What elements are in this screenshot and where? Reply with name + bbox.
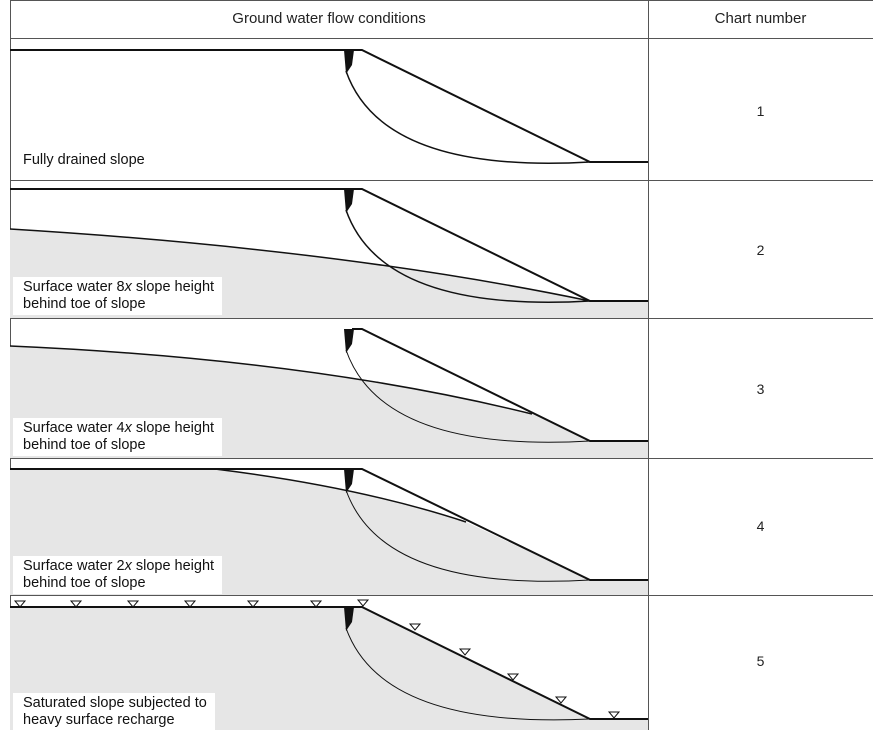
row-4-caption: Surface water 2x slope height behind toe… [13,556,223,594]
chart-number-5: 5 [756,653,765,669]
chart-number-3: 3 [756,381,765,397]
caption-line-post: slope height [131,279,215,295]
row-divider-1 [10,180,873,181]
caption-line-post: slope height [131,420,215,436]
column-header-chart-number: Chart number [714,10,807,27]
slope-profile [352,606,648,720]
table-column-divider [648,0,649,730]
chart-number-4: 4 [756,518,765,534]
phreatic-surface [10,345,533,415]
water-table-marker-icon [356,599,370,607]
slope-diagram-fully-drained [10,49,648,164]
caption-multiplier: x [124,558,132,574]
tension-crack [344,189,354,213]
slope-profile [352,328,648,442]
slope-profile [352,188,648,302]
row-divider-4 [10,595,873,596]
header-divider [10,38,873,39]
table-border-top [10,0,873,1]
slope-profile [352,468,648,581]
failure-surface [345,627,591,721]
caption-line-pre: Surface water 2 [23,558,125,574]
water-table-marker-icon [69,600,83,608]
caption-line: behind toe of slope [23,296,146,312]
failure-surface [345,489,591,582]
row-divider-3 [10,458,873,459]
failure-surface [345,349,591,443]
tension-crack [344,329,354,353]
water-table-marker-icon [309,600,323,608]
phreatic-surface [214,468,467,523]
water-table-marker-icon [183,600,197,608]
phreatic-surface [10,228,591,302]
row-1-caption: Fully drained slope [13,150,155,171]
water-table-marker-icon [246,600,260,608]
row-2-caption: Surface water 8x slope height behind toe… [13,277,223,315]
row-3-caption: Surface water 4x slope height behind toe… [13,418,223,456]
slope-profile [352,49,648,163]
caption-line: behind toe of slope [23,575,146,591]
water-table-marker-icon [506,673,520,681]
tension-crack [344,50,354,74]
water-table-marker-icon [13,600,27,608]
column-header-conditions: Ground water flow conditions [232,10,426,27]
caption-multiplier: x [124,420,132,436]
caption-multiplier: x [124,279,132,295]
tension-crack [344,469,354,493]
row-5-caption: Saturated slope subjected to heavy surfa… [13,693,215,731]
water-table-marker-icon [408,623,422,631]
tension-crack [344,607,354,631]
caption-line: heavy surface recharge [23,712,175,728]
water-table-marker-icon [458,648,472,656]
chart-number-1: 1 [756,103,765,119]
caption-line: Fully drained slope [23,152,145,168]
water-table-marker-icon [554,696,568,704]
water-table-markers [13,599,621,719]
failure-surface [345,209,591,303]
caption-line-post: slope height [131,558,215,574]
caption-line-pre: Surface water 4 [23,420,125,436]
chart-number-2: 2 [756,242,765,258]
failure-surface [345,70,591,164]
caption-line: Saturated slope subjected to [23,695,207,711]
water-table-marker-icon [126,600,140,608]
row-divider-2 [10,318,873,319]
water-table-marker-icon [607,711,621,719]
caption-line-pre: Surface water 8 [23,279,125,295]
caption-line: behind toe of slope [23,437,146,453]
